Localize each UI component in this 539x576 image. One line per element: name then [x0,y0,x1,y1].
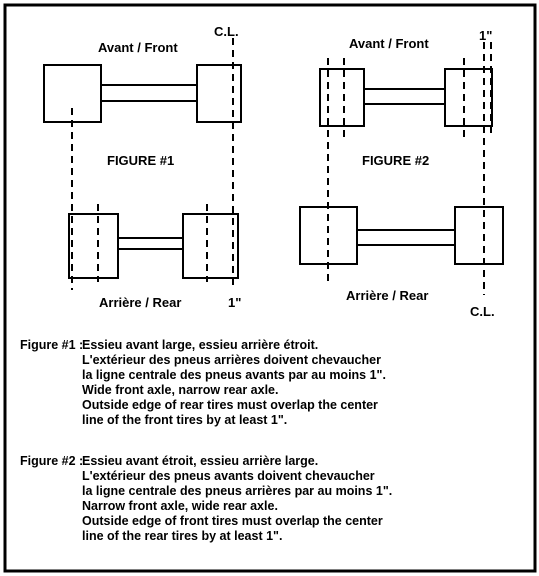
fig1-rear-axle [117,237,184,250]
fig1-overlap-label: 1" [228,295,241,310]
note-line: la ligne centrale des pneus avants par a… [82,368,386,382]
fig2-rear-label: Arrière / Rear [346,288,428,303]
note-line: line of the rear tires by at least 1". [82,529,283,543]
fig2-rear-axle [356,229,456,246]
figure-1 [43,38,242,290]
fig2-front-axle [363,88,446,105]
fig1-front-right-tire [196,64,242,123]
note-line: Essieu avant large, essieu arrière étroi… [82,338,319,352]
outer-border [3,3,537,573]
note-line: line of the front tires by at least 1". [82,413,288,427]
fig1-figure-label: FIGURE #1 [107,153,174,168]
note-tag: Figure #1 : [20,338,84,352]
fig2-overlap-label: 1" [479,28,492,43]
note-line: Outside edge of front tires must overlap… [82,514,383,528]
note-line: Essieu avant étroit, essieu arrière larg… [82,454,319,468]
figure-2 [299,42,504,295]
note-line: L'extérieur des pneus avants doivent che… [82,469,375,483]
fig2-front-label: Avant / Front [349,36,429,51]
fig1-front-axle [100,84,198,102]
note-line: Wide front axle, narrow rear axle. [82,383,279,397]
fig1-rear-label: Arrière / Rear [99,295,181,310]
fig1-rear-right-tire [182,213,239,279]
fig2-rear-right-tire [454,206,504,265]
note-line: L'extérieur des pneus arrières doivent c… [82,353,381,367]
fig1-front-label: Avant / Front [98,40,178,55]
note-line: Narrow front axle, wide rear axle. [82,499,278,513]
fig2-front-left-tire [319,68,365,127]
fig1-centerline-label: C.L. [214,24,239,39]
fig2-figure-label: FIGURE #2 [362,153,429,168]
fig2-centerline-label: C.L. [470,304,495,319]
note-line: la ligne centrale des pneus arrières par… [82,484,393,498]
note-line: Outside edge of rear tires must overlap … [82,398,378,412]
note-tag: Figure #2 : [20,454,84,468]
fig1-rear-left-tire [68,213,119,279]
